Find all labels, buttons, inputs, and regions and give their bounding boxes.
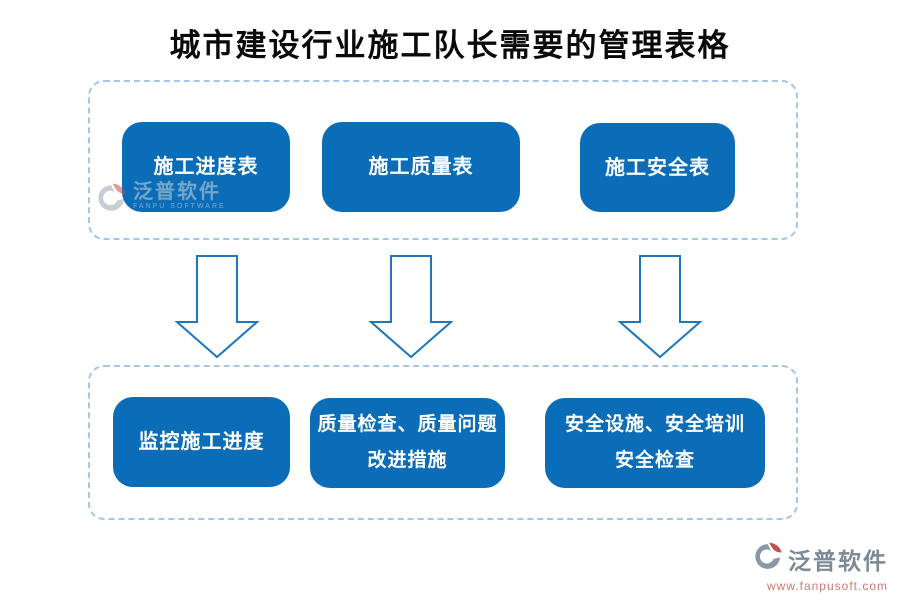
top-group-panel bbox=[88, 80, 798, 240]
card-label-line2: 安全检查 bbox=[614, 450, 695, 471]
card-construction-safety-table: 施工安全表 bbox=[580, 123, 735, 212]
fanpu-brand-name: 泛普软件 bbox=[788, 549, 888, 574]
page-title: 城市建设行业施工队长需要的管理表格 bbox=[169, 28, 731, 63]
card-quality-inspection-improvement: 质量检查、质量问题 改进措施 bbox=[310, 398, 505, 488]
down-arrow-icon bbox=[615, 255, 705, 359]
card-label: 监控施工进度 bbox=[138, 431, 265, 453]
card-label: 施工质量表 bbox=[368, 156, 474, 178]
down-arrow-icon bbox=[366, 255, 456, 359]
card-safety-facility-training-inspection: 安全设施、安全培训 安全检查 bbox=[545, 398, 765, 488]
bottom-group-panel bbox=[88, 365, 798, 520]
card-monitor-construction-progress: 监控施工进度 bbox=[113, 397, 290, 487]
card-label-line2: 改进措施 bbox=[367, 450, 448, 471]
card-label-line1: 安全设施、安全培训 bbox=[564, 414, 745, 435]
card-label: 施工进度表 bbox=[153, 156, 259, 178]
card-construction-quality-table: 施工质量表 bbox=[322, 122, 520, 212]
fanpu-logo-icon bbox=[752, 540, 785, 578]
card-construction-progress-table: 施工进度表 bbox=[122, 122, 290, 212]
fanpu-website-url: www.fanpusoft.com bbox=[766, 579, 888, 593]
fanpu-watermark-bottom-right: 泛普软件 www.fanpusoft.com bbox=[752, 540, 888, 593]
down-arrow-icon bbox=[172, 255, 262, 359]
card-label-line1: 质量检查、质量问题 bbox=[317, 414, 498, 435]
card-label: 施工安全表 bbox=[605, 156, 710, 179]
